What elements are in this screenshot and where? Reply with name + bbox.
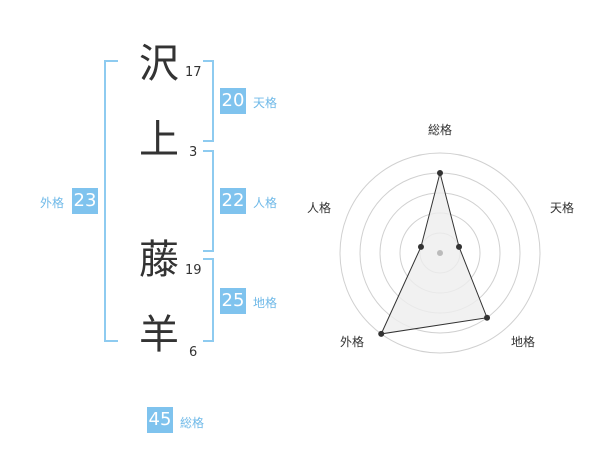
name-char-2: 上 bbox=[139, 117, 179, 163]
radar-point-4 bbox=[417, 243, 424, 250]
tenkaku-label: 天格 bbox=[253, 96, 278, 110]
soukaku-value: 45 bbox=[147, 407, 173, 433]
gaikaku-label: 外格 bbox=[40, 196, 65, 210]
radar-points bbox=[378, 170, 491, 337]
radar-ring bbox=[339, 152, 541, 354]
chikaku-label: 地格 bbox=[253, 296, 278, 310]
chikaku-bracket bbox=[203, 258, 214, 342]
radar-point-1 bbox=[456, 243, 463, 250]
chikaku-value: 25 bbox=[220, 288, 246, 314]
gaikaku-bracket bbox=[104, 60, 118, 342]
jinkaku-bracket bbox=[203, 150, 214, 252]
radar-area bbox=[380, 172, 488, 335]
radar-center bbox=[437, 250, 443, 256]
radar-label-gaikaku: 外格 bbox=[340, 334, 364, 349]
stroke-count-3: 19 bbox=[185, 263, 202, 278]
radar-label-soukaku: 総格 bbox=[428, 122, 452, 137]
tenkaku-bracket bbox=[203, 60, 214, 142]
name-char-4: 羊 bbox=[139, 312, 179, 358]
radar-label-jinkaku: 人格 bbox=[307, 200, 331, 215]
stroke-count-2: 3 bbox=[189, 145, 198, 160]
stroke-count-1: 17 bbox=[185, 65, 202, 80]
radar-point-3 bbox=[378, 330, 385, 337]
soukaku-label: 総格 bbox=[180, 416, 205, 430]
jinkaku-value: 22 bbox=[220, 188, 246, 214]
radar-point-2 bbox=[484, 314, 491, 321]
gaikaku-value: 23 bbox=[72, 188, 98, 214]
name-char-3: 藤 bbox=[139, 237, 179, 283]
jinkaku-label: 人格 bbox=[253, 196, 278, 210]
name-char-1: 沢 bbox=[139, 41, 179, 87]
radar-label-chikaku: 地格 bbox=[511, 334, 535, 349]
radar-point-0 bbox=[437, 170, 443, 176]
stroke-count-4: 6 bbox=[189, 345, 198, 360]
radar-chart: 総格 天格 地格 外格 人格 bbox=[307, 122, 574, 354]
radar-label-tenkaku: 天格 bbox=[550, 200, 574, 215]
tenkaku-value: 20 bbox=[220, 88, 246, 114]
